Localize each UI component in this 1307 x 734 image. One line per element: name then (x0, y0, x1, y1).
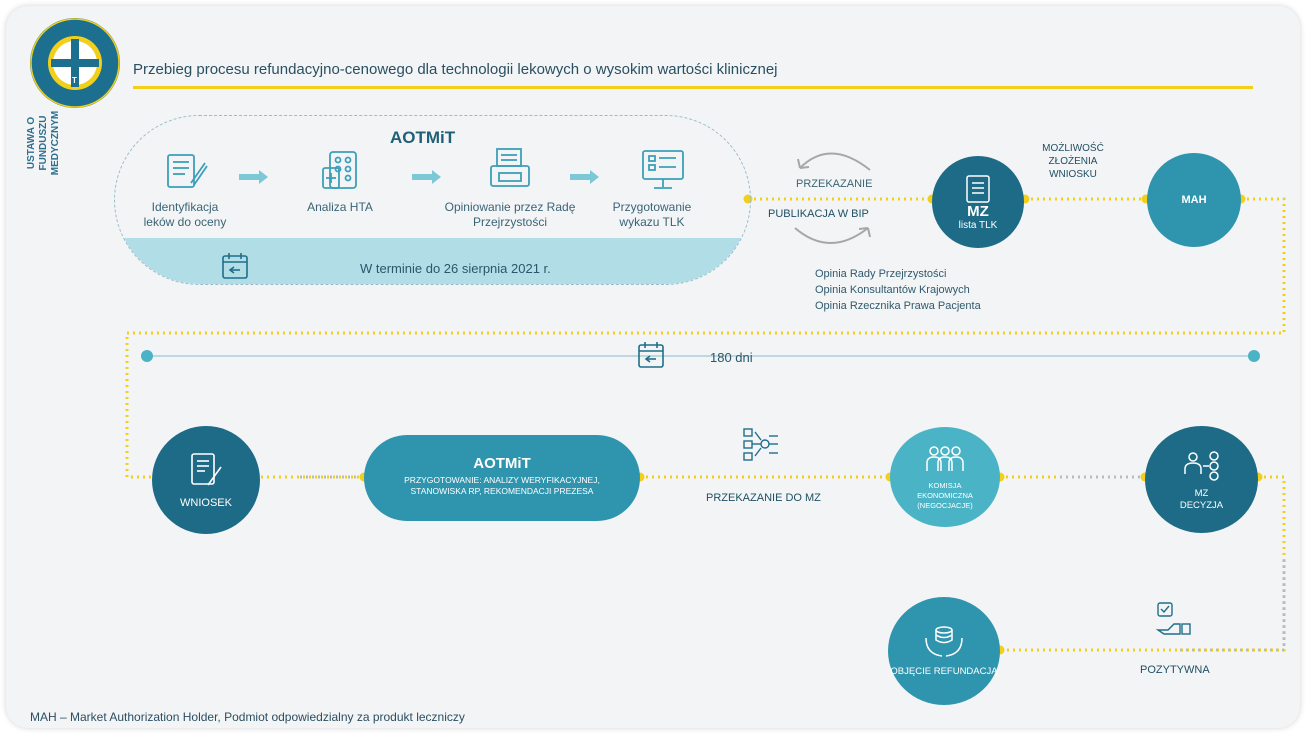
timeline-label: 180 dni (710, 350, 753, 365)
mz-decision-circle: MZ DECYZJA (1145, 426, 1258, 533)
flowchart-icon (743, 428, 778, 461)
refund-circle: OBJĘCIE REFUNDACJĄ (888, 597, 1000, 705)
timeline-end-dot (1248, 350, 1260, 362)
mz-list-circle: MZ lista TLK (932, 156, 1024, 248)
page-title: Przebieg procesu refundacyjno-cenowego d… (133, 61, 778, 78)
timeline-calendar-icon (638, 342, 664, 368)
side-label-line-2: FUNDUSZU (38, 115, 49, 171)
stage2-line-1: PRZYGOTOWANIE: ANALIZY WERYFIKACYJNEJ, (404, 475, 600, 485)
svg-text:H: H (56, 60, 62, 69)
document-pen-icon (191, 453, 222, 486)
step-opinion-label: Opiniowanie przez Radę Przejrzystości (444, 200, 576, 229)
step-identification-label: Identyfikacja leków do oceny (143, 200, 227, 229)
deadline-band (115, 238, 750, 284)
positive-label: POZYTYWNA (1140, 664, 1210, 676)
people-group-icon (926, 446, 964, 471)
step-hta-label: Analiza HTA (307, 200, 373, 214)
opinion-item: Opinia Rzecznika Prawa Pacjenta (815, 300, 981, 312)
mah-circle: MAH (1147, 153, 1241, 247)
deadline-text: W terminie do 26 sierpnia 2021 r. (360, 261, 551, 276)
opinions-list: Opinia Rady Przejrzystości Opinia Konsul… (815, 266, 981, 314)
hands-coins-icon (925, 626, 963, 657)
person-decision-icon (1183, 450, 1219, 481)
stage1-title: AOTMiT (390, 128, 456, 147)
application-label: WNIOSEK (180, 497, 232, 509)
side-label: USTAWA O FUNDUSZU MEDYCZNYM (26, 78, 62, 208)
monitor-list-icon (642, 150, 684, 189)
refund-label: OBJĘCIE REFUNDACJĄ (890, 666, 998, 677)
mz-list-subtitle: lista TLK (958, 219, 998, 231)
stage1-box (114, 115, 751, 285)
side-label-line-3: MEDYCZNYM (50, 110, 61, 176)
step-tlk-label: Przygotowanie wykazu TLK (612, 200, 692, 229)
mah-label: MAH (1181, 194, 1207, 206)
opinion-item: Opinia Rady Przejrzystości (815, 268, 947, 280)
document-checklist-icon (167, 154, 208, 188)
application-circle: WNIOSEK (152, 426, 260, 534)
commission-label: KOMISJA EKONOMICZNA (NEGOCJACJE) (917, 481, 973, 510)
mz-list-title: MZ (967, 202, 989, 220)
mz-decision-label: MZ DECYZJA (1179, 487, 1224, 511)
stage2-title: AOTMiT (473, 455, 531, 472)
logo: H T A (30, 18, 120, 108)
side-label-line-1: USTAWA O (26, 116, 37, 170)
stage2-line-2: STANOWISKA RP, REKOMENDACJI PREZESA (410, 486, 594, 496)
approval-hand-icon (1155, 602, 1191, 635)
timeline-start-dot (141, 350, 153, 362)
transfer-to-mz-label: PRZEKAZANIE DO MZ (706, 492, 821, 504)
calendar-icon (222, 253, 248, 279)
commission-circle: KOMISJA EKONOMICZNA (NEGOCJACJE) (890, 427, 1000, 527)
svg-text:A: A (88, 60, 94, 69)
title-underline (133, 86, 1253, 89)
stage2-pill: AOTMiT PRZYGOTOWANIE: ANALIZY WERYFIKACY… (364, 435, 640, 521)
printer-icon (490, 148, 530, 187)
transfer-label: PRZEKAZANIE (796, 178, 873, 190)
opinion-item: Opinia Konsultantów Krajowych (815, 284, 970, 296)
possibility-label: MOŻLIWOŚĆ ZŁOŻENIA WNIOSKU (1042, 143, 1104, 180)
publication-label: PUBLIKACJA W BIP (768, 208, 869, 220)
svg-text:T: T (72, 76, 77, 85)
footer-note: MAH – Market Authorization Holder, Podmi… (30, 710, 465, 724)
pill-calculator-icon (322, 151, 357, 189)
list-icon (966, 174, 990, 203)
